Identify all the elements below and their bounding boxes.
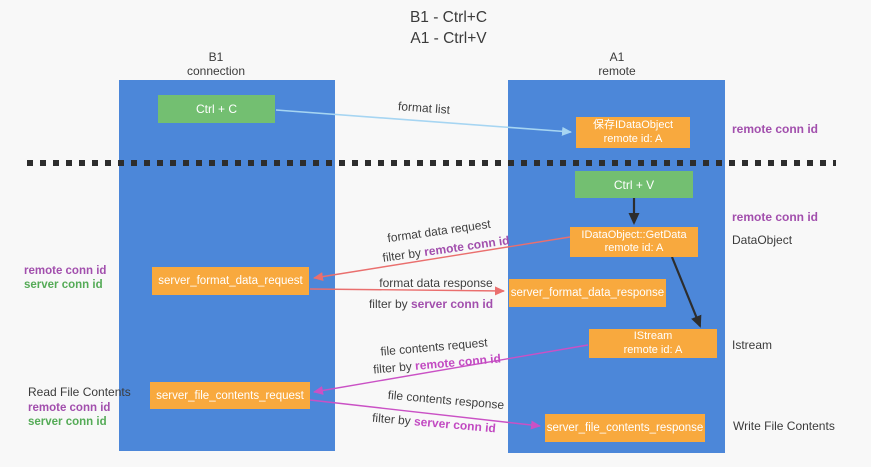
node-server-format-data-response-label: server_format_data_response (510, 287, 665, 299)
annotation-istream: Istream (732, 338, 773, 352)
column-header-b1: B1 connection (146, 50, 286, 78)
label-format-data-response-filter: filter by server conn id (369, 297, 493, 311)
server-conn-id-highlight: server conn id (410, 297, 494, 311)
column-b1-name: B1 (208, 50, 224, 64)
node-istream-line1: IStream (633, 330, 673, 342)
column-a1-name: A1 (609, 50, 625, 64)
annotation-format-conn-ids: remote conn id server conn id (24, 265, 106, 292)
filter-by-text: filter by (368, 297, 411, 311)
label-format-data-response: format data response (379, 276, 493, 290)
node-ctrl-v-label: Ctrl + V (613, 177, 655, 192)
node-save-idataobject-line1: 保存IDataObject (592, 119, 674, 131)
annotation-remote-conn-id-left: remote conn id (24, 265, 107, 277)
remote-conn-id-highlight: remote conn id (414, 351, 502, 373)
node-ctrl-c: Ctrl + C (158, 95, 275, 123)
annotation-remote-conn-id-top: remote conn id (732, 122, 819, 136)
label-file-contents-response: file contents response (387, 387, 505, 413)
node-istream-line2: remote id: A (623, 343, 683, 356)
node-server-file-contents-request-label: server_file_contents_request (156, 389, 304, 402)
filter-by-text: filter by (381, 245, 426, 265)
annotation-write-file-contents: Write File Contents (733, 419, 835, 433)
annotation-server-conn-id-left2: server conn id (28, 415, 107, 428)
annotation-file-conn-ids: remote conn id server conn id (28, 402, 110, 429)
node-save-idataobject: 保存IDataObject remote id: A (576, 117, 690, 148)
title-line-2: A1 - Ctrl+V (410, 30, 487, 47)
node-idataobject-getdata-line1: IDataObject::GetData (581, 228, 687, 241)
node-ctrl-v: Ctrl + V (575, 171, 693, 198)
node-save-idataobject-line2: remote id: A (603, 132, 663, 145)
annotation-remote-conn-id-left2: remote conn id (28, 402, 111, 414)
column-a1-subtitle: remote (598, 64, 636, 78)
label-format-list: format list (397, 99, 451, 117)
diagram-title: B1 - Ctrl+C A1 - Ctrl+V (13, 7, 871, 49)
annotation-server-conn-id-left: server conn id (24, 278, 103, 291)
filter-by-text: filter by (371, 410, 415, 429)
title-line-1: B1 - Ctrl+C (409, 9, 488, 26)
node-server-file-contents-request: server_file_contents_request (150, 382, 310, 409)
annotation-dataobject: DataObject (732, 233, 793, 247)
label-file-contents-response-filter: filter by server conn id (372, 411, 497, 436)
column-header-a1: A1 remote (547, 50, 687, 78)
node-server-format-data-response: server_format_data_response (509, 279, 666, 307)
node-server-format-data-request-label: server_format_data_request (158, 275, 303, 287)
node-server-format-data-request: server_format_data_request (152, 267, 309, 295)
server-conn-id-highlight: server conn id (413, 414, 497, 436)
node-server-file-contents-response-label: server_file_contents_response (546, 422, 704, 434)
column-b1-subtitle: connection (186, 64, 246, 78)
node-server-file-contents-response: server_file_contents_response (545, 414, 705, 442)
node-ctrl-c-label: Ctrl + C (195, 102, 237, 116)
node-idataobject-getdata: IDataObject::GetData remote id: A (570, 227, 698, 257)
annotation-remote-conn-id-getdata: remote conn id (732, 210, 819, 224)
node-istream: IStream remote id: A (589, 329, 717, 358)
filter-by-text: filter by (372, 358, 416, 377)
annotation-read-file-contents: Read File Contents (28, 385, 131, 399)
phase-divider-line (27, 160, 836, 166)
node-idataobject-getdata-line2: remote id: A (604, 242, 664, 254)
